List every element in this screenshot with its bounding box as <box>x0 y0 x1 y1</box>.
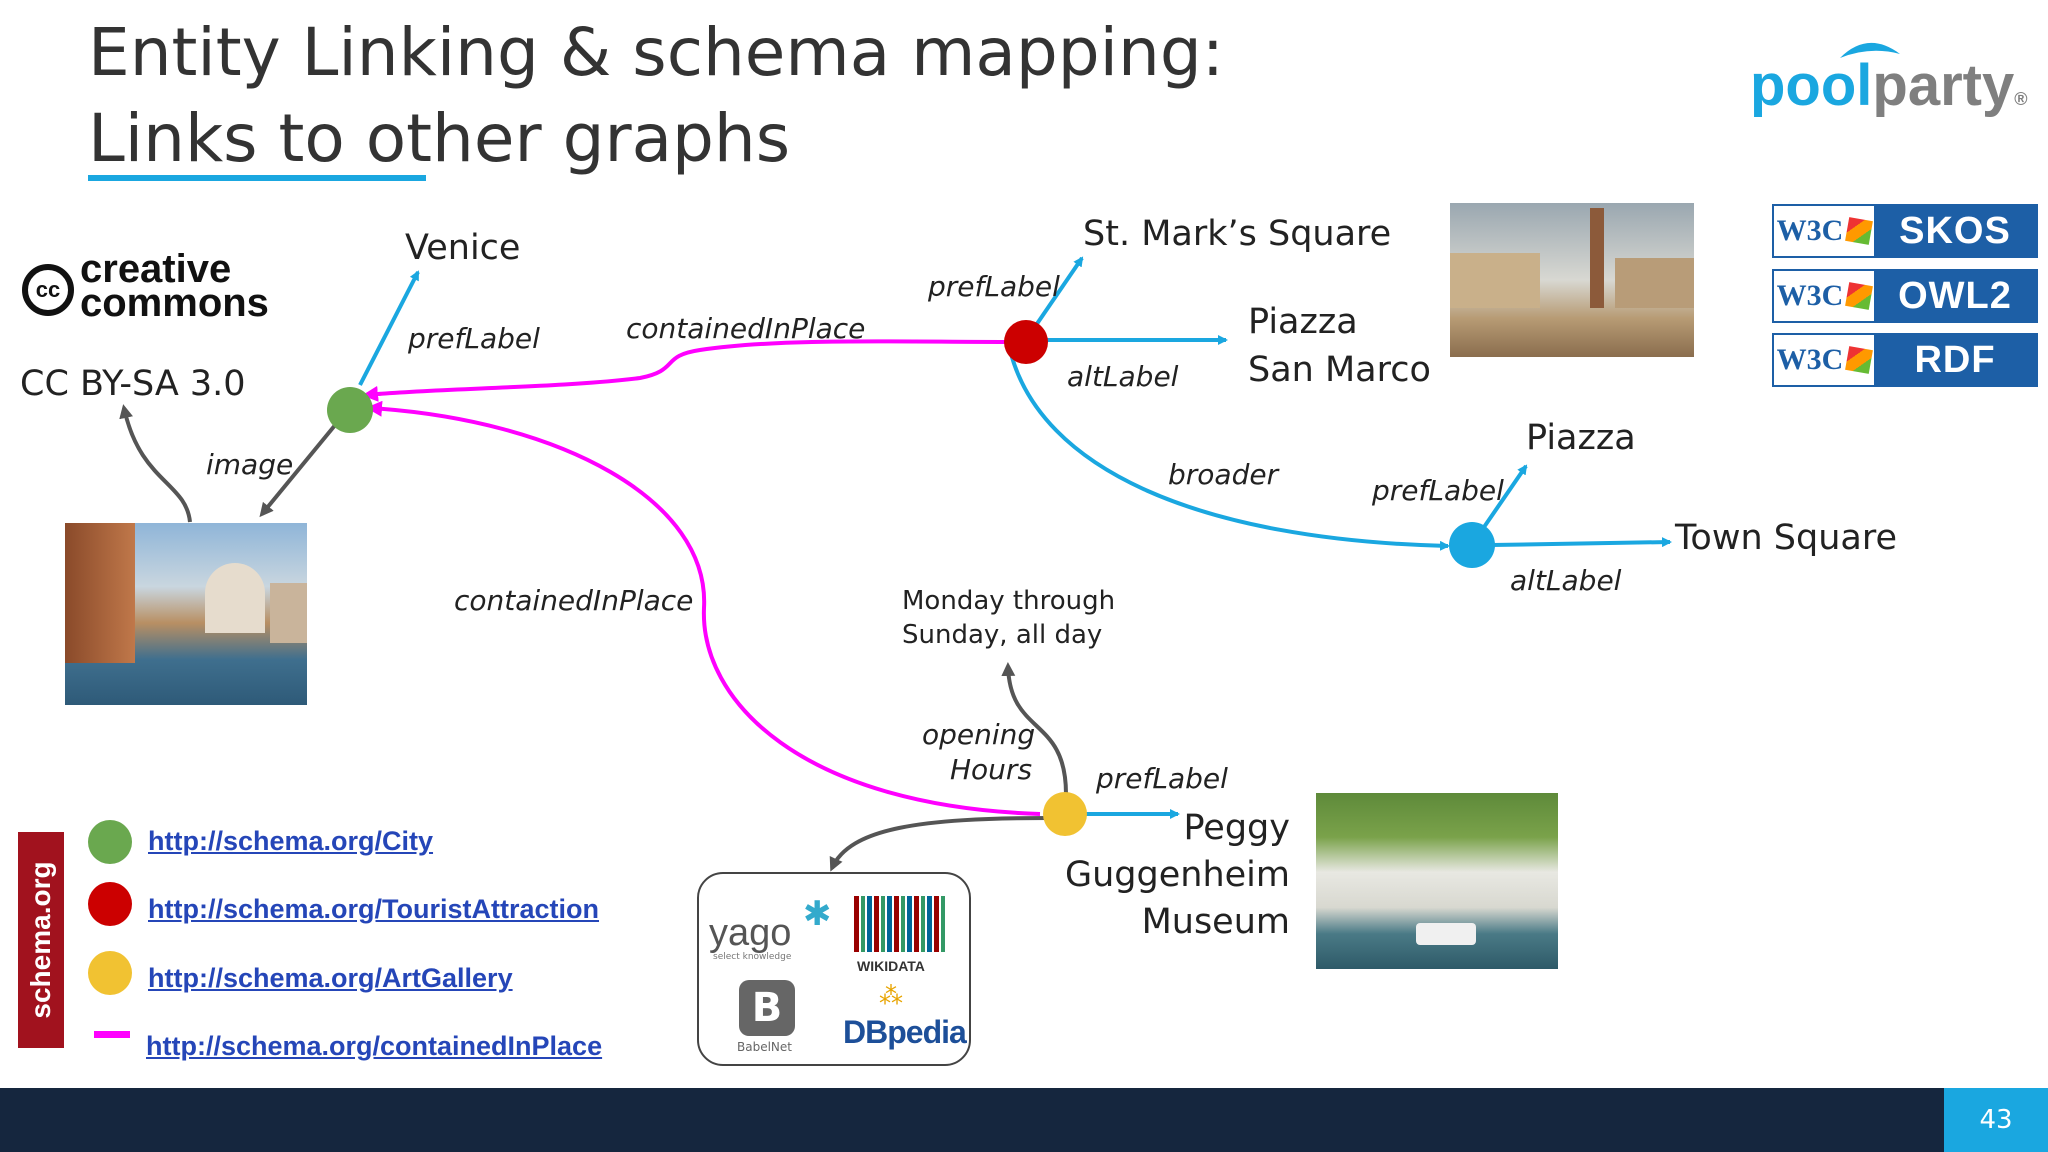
edge-sameas-kgs <box>829 816 1051 872</box>
knowledge-graphs-box: yago ✱ select knowledge WIKIDATA B Babel… <box>697 872 971 1066</box>
edge-peggy-containedinplace <box>366 400 1041 816</box>
creative-commons-logo: cc creative commons <box>20 247 300 328</box>
st-marks-photo <box>1450 203 1694 357</box>
rel-hours: Hours <box>950 753 1033 786</box>
edge-stmarks-preflabel <box>1028 256 1084 336</box>
node-st-marks <box>1004 320 1048 364</box>
edge-license <box>119 404 192 523</box>
label-peggy-1: Peggy <box>1183 808 1290 848</box>
legend-artgallery-dot <box>88 951 132 995</box>
hours-line-1: Monday through <box>902 586 1116 616</box>
node-piazza <box>1449 522 1495 568</box>
yago-subtitle: select knowledge <box>713 952 792 962</box>
rel-containedinplace-2: containedInPlace <box>454 584 694 617</box>
cc-icon: cc <box>22 264 74 316</box>
logo-party: party <box>1872 53 2015 118</box>
poolparty-logo: poolparty® <box>1748 24 2028 124</box>
badge-w3c-label: W3C <box>1776 343 1844 376</box>
label-peggy-2: Guggenheim <box>1065 855 1290 895</box>
dbpedia-network-icon: ⁂ <box>879 982 903 1010</box>
venice-photo <box>65 523 307 705</box>
node-venice <box>327 387 373 433</box>
badge-name: RDF <box>1914 338 1996 381</box>
opening-hours-value: Monday through Sunday, all day <box>902 584 1115 652</box>
legend-containedinplace-line <box>94 1031 130 1038</box>
edge-venice-preflabel <box>358 270 420 386</box>
badge-w3c-label: W3C <box>1776 279 1844 312</box>
label-piazza-2: Piazza <box>1526 418 1636 458</box>
cc-line-2: commons <box>80 281 269 325</box>
rel-preflabel-stmarks: prefLabel <box>928 270 1060 303</box>
edge-piazza-altlabel <box>1491 537 1672 548</box>
label-san-marco: San Marco <box>1248 350 1431 390</box>
edge-openinghours <box>1001 662 1068 795</box>
title-line-2: Links to other graphs <box>88 100 791 177</box>
rel-containedinplace-1: containedInPlace <box>626 312 866 345</box>
wikidata-logo: WIKIDATA <box>857 958 925 974</box>
badge-name: SKOS <box>1899 209 2011 252</box>
rel-broader: broader <box>1168 458 1279 491</box>
wikidata-barcode-icon <box>854 896 946 952</box>
label-peggy-3: Museum <box>1141 902 1290 942</box>
edge-image <box>259 422 338 518</box>
title-line-1: Entity Linking & schema mapping: <box>88 14 1224 91</box>
babelnet-icon: B <box>739 980 795 1036</box>
rel-preflabel-peggy: prefLabel <box>1096 762 1228 795</box>
label-piazza-1: Piazza <box>1248 302 1358 342</box>
logo-pool: pool <box>1750 53 1873 118</box>
footer-bar <box>0 1088 2048 1152</box>
yago-logo: yago <box>709 912 792 954</box>
rel-preflabel-piazza: prefLabel <box>1372 474 1504 507</box>
rel-opening: opening <box>922 718 1036 751</box>
babelnet-logo: BabelNet <box>737 1040 792 1054</box>
schema-org-label: schema.org <box>25 861 56 1019</box>
hours-line-2: Sunday, all day <box>902 620 1103 650</box>
logo-reg: ® <box>2014 89 2028 109</box>
rel-preflabel-venice: prefLabel <box>408 322 540 355</box>
dbpedia-logo: DBpedia <box>843 1014 967 1050</box>
legend-link-city[interactable]: http://schema.org/City <box>148 826 434 856</box>
legend-link-artgallery[interactable]: http://schema.org/ArtGallery <box>148 963 513 993</box>
license-label: CC BY-SA 3.0 <box>20 364 246 404</box>
legend-touristattraction-dot <box>88 882 132 926</box>
label-venice: Venice <box>405 228 521 268</box>
legend-link-containedinplace[interactable]: http://schema.org/containedInPlace <box>146 1031 603 1061</box>
badge-owl2: W3C OWL2 <box>1772 269 2038 323</box>
rel-image: image <box>206 448 294 481</box>
badge-name: OWL2 <box>1898 274 2012 317</box>
rel-altlabel-piazza: altLabel <box>1510 564 1622 597</box>
schema-org-badge: schema.org <box>18 832 64 1048</box>
badge-skos: W3C SKOS <box>1772 204 2038 258</box>
edge-broader <box>1008 349 1450 551</box>
edge-stmarks-containedinplace <box>362 339 1007 402</box>
cc-line-1: creative <box>80 247 232 291</box>
peggy-guggenheim-photo <box>1316 793 1558 969</box>
page-number: 43 <box>1944 1088 2048 1152</box>
edge-piazza-preflabel <box>1480 464 1528 532</box>
badge-rdf: W3C RDF <box>1772 333 2038 387</box>
label-town-square: Town Square <box>1675 518 1897 558</box>
label-st-marks: St. Mark’s Square <box>1083 214 1392 254</box>
asterisk-icon: ✱ <box>803 894 832 934</box>
node-peggy <box>1043 792 1087 836</box>
badge-w3c-label: W3C <box>1776 214 1844 247</box>
title-underline <box>88 175 426 181</box>
rel-altlabel-stmarks: altLabel <box>1067 360 1179 393</box>
legend-city-dot <box>88 820 132 864</box>
umbrella-icon <box>1840 42 1900 58</box>
legend-link-touristattraction[interactable]: http://schema.org/TouristAttraction <box>148 894 600 924</box>
